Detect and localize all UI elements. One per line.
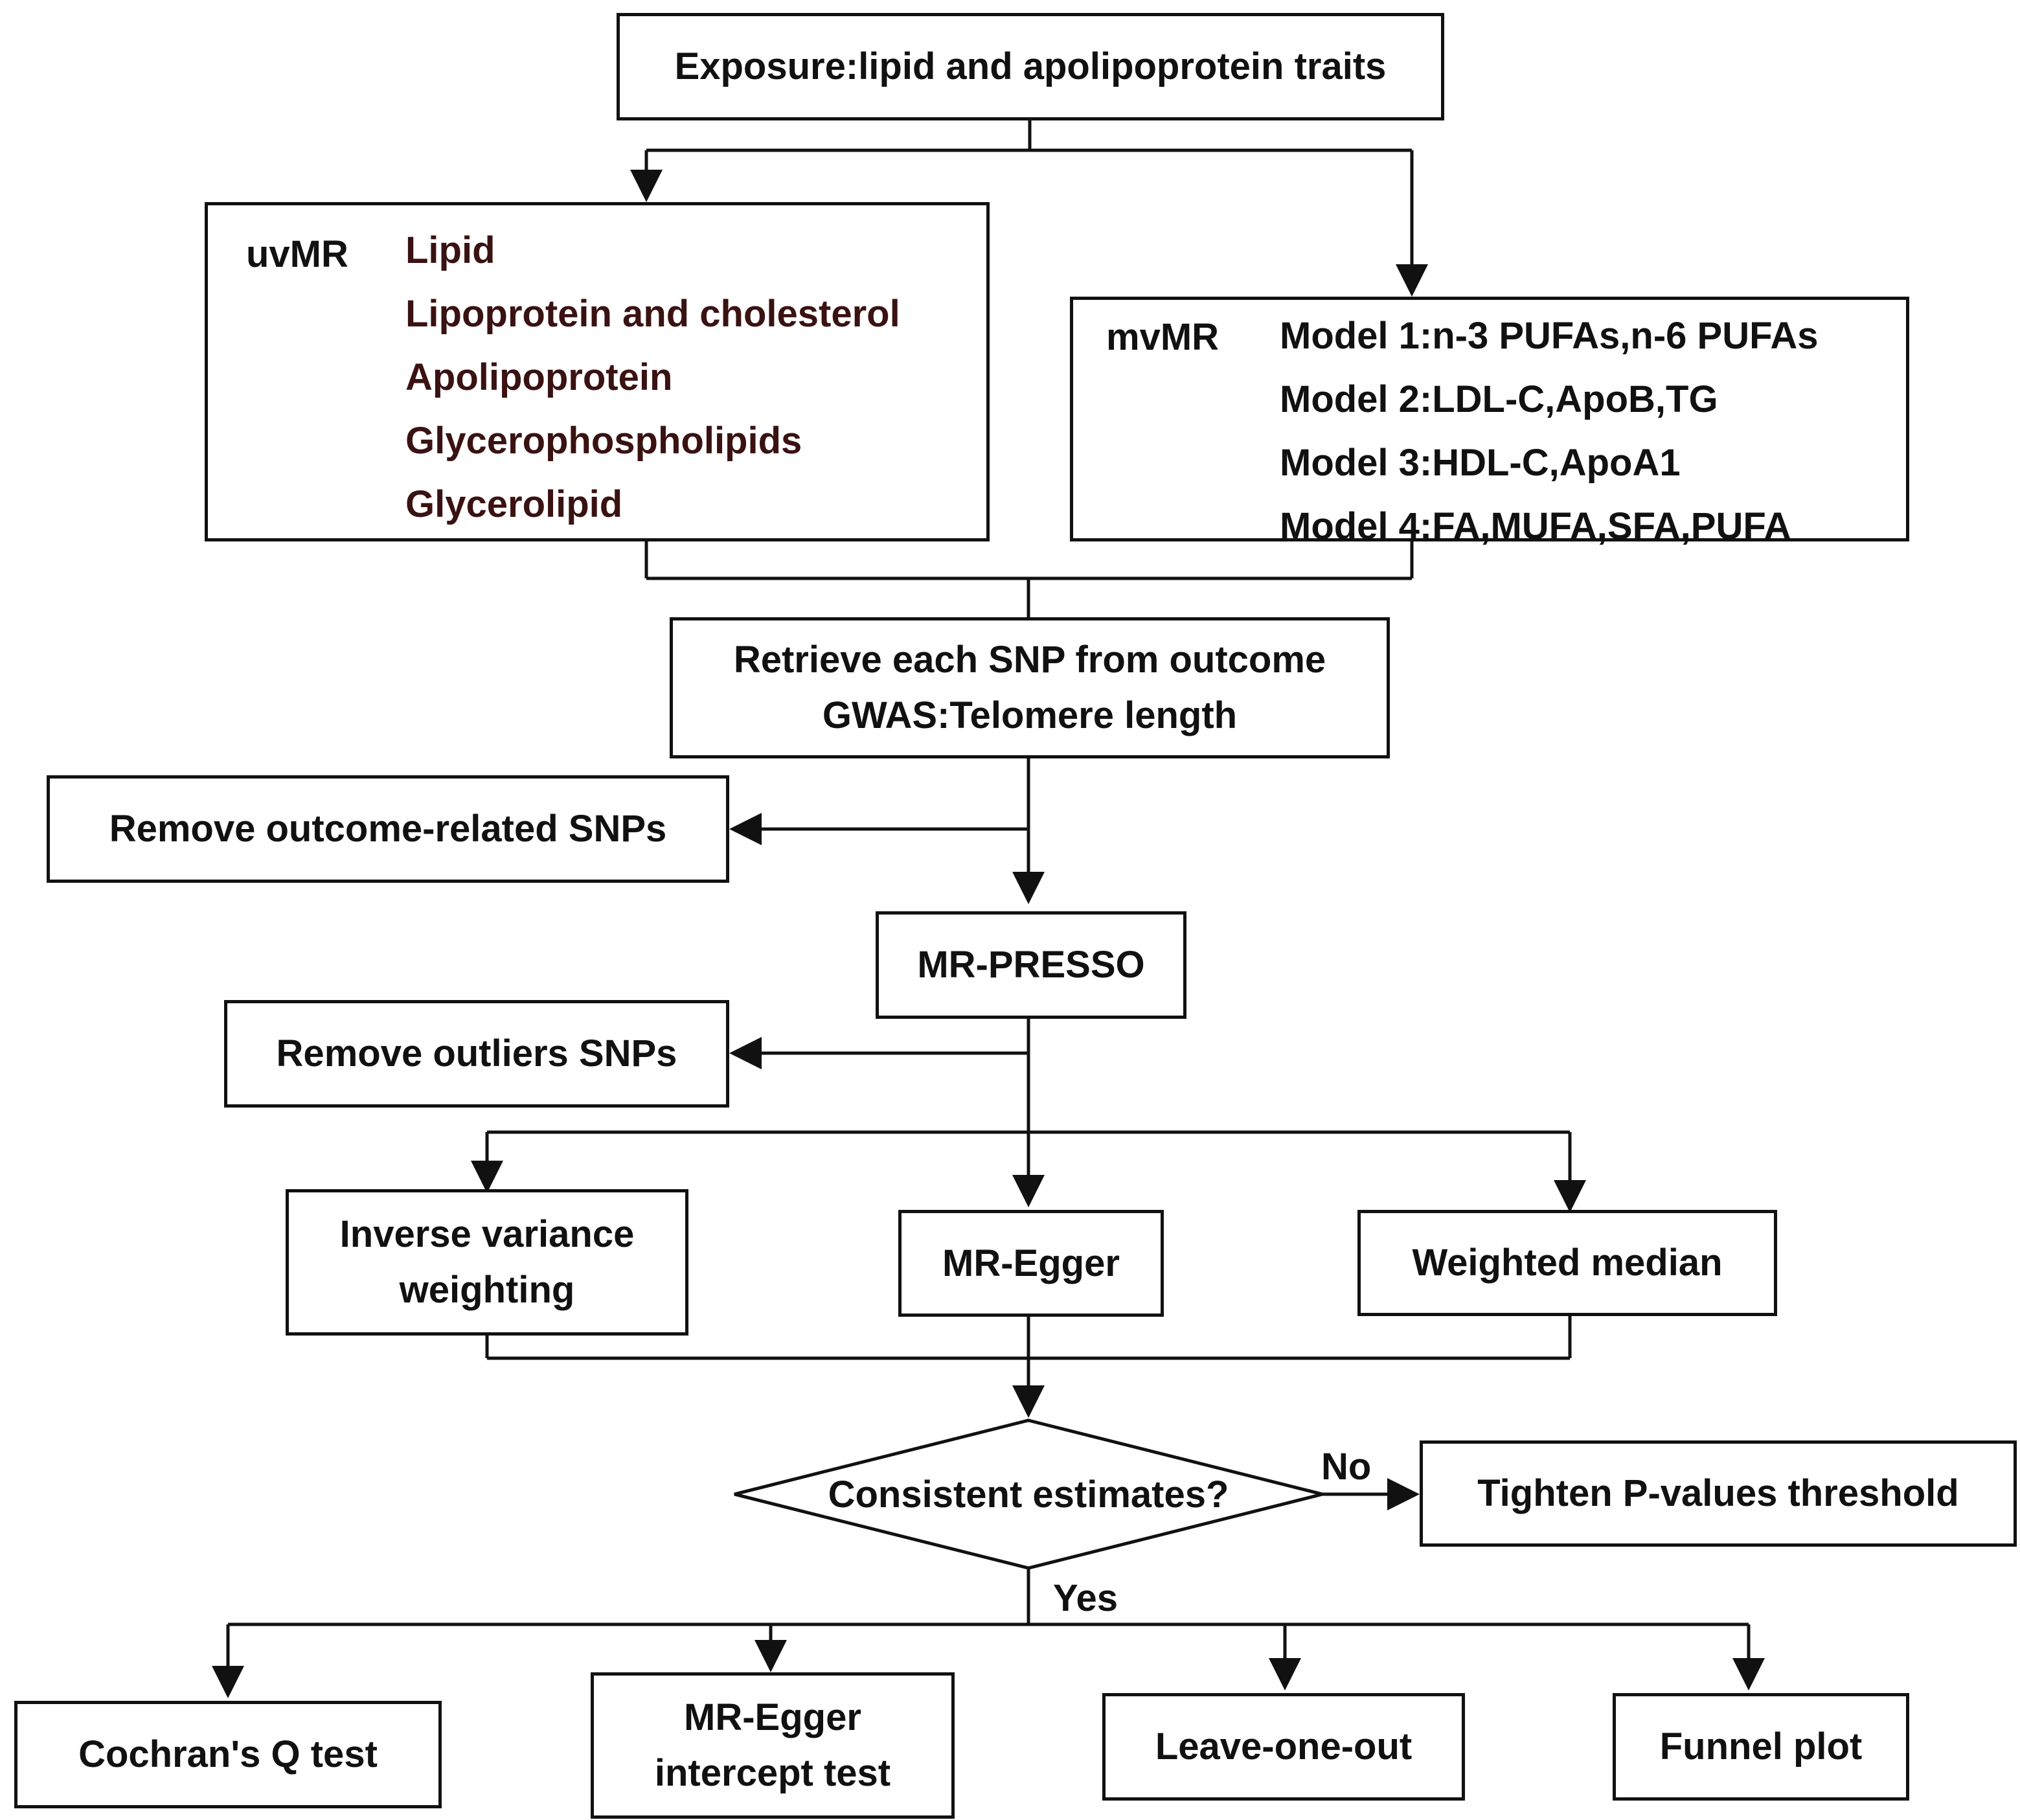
ivw-line: weighting [399,1269,575,1311]
exposure-text: Exposure:lipid and apolipoprotein traits [674,45,1387,87]
egger-intercept-line: MR-Egger [684,1696,861,1738]
cochran-text: Cochran's Q test [78,1733,378,1775]
weighted-median-box: Weighted median [1357,1210,1777,1316]
uvmr-item: Apolipoprotein [405,356,673,398]
tighten-threshold-box: Tighten P-values threshold [1420,1440,2017,1547]
uvmr-item: Lipid [405,229,495,271]
leave-one-out-box: Leave-one-out [1102,1693,1465,1801]
weighted-median-text: Weighted median [1412,1242,1723,1284]
yes-label: Yes [1053,1577,1118,1619]
uvmr-item: Glycerophospholipids [405,420,802,462]
mvmr-box [1070,297,1909,541]
mr-presso-text: MR-PRESSO [917,944,1145,986]
exposure-box: Exposure:lipid and apolipoprotein traits [617,13,1444,120]
retrieve-line: GWAS:Telomere length [822,694,1238,736]
uvmr-label: uvMR [246,233,348,275]
mvmr-label: mvMR [1106,316,1220,358]
ivw-line: Inverse variance [339,1213,635,1255]
funnel-plot-box: Funnel plot [1613,1693,1909,1801]
mr-egger-text: MR-Egger [942,1242,1120,1284]
mr-egger-box: MR-Egger [898,1210,1164,1317]
mvmr-item: Model 1:n-3 PUFAs,n-6 PUFAs [1280,315,1819,357]
remove-outcome-snps-box: Remove outcome-related SNPs [47,775,729,883]
mvmr-item: Model 3:HDL-C,ApoA1 [1280,442,1681,484]
remove-outcome-text: Remove outcome-related SNPs [109,808,667,850]
mr-presso-box: MR-PRESSO [876,911,1186,1019]
retrieve-line: Retrieve each SNP from outcome [733,639,1326,681]
cochran-q-box: Cochran's Q test [14,1701,442,1808]
mvmr-list: Model 1:n-3 PUFAs,n-6 PUFAs Model 2:LDL-… [1280,304,1818,558]
remove-outliers-box: Remove outliers SNPs [224,1000,729,1108]
ivw-box: Inverse variance weighting [286,1189,688,1336]
decision-text: Consistent estimates? [828,1473,1229,1516]
tighten-text: Tighten P-values threshold [1477,1472,1959,1514]
remove-outliers-text: Remove outliers SNPs [276,1032,677,1075]
mvmr-item: Model 2:LDL-C,ApoB,TG [1280,378,1718,420]
retrieve-snp-box: Retrieve each SNP from outcome GWAS:Telo… [670,617,1390,758]
uvmr-item: Glycerolipid [405,483,623,525]
decision-diamond [734,1418,1323,1570]
mvmr-item: Model 4:FA,MUFA,SFA,PUFA [1280,505,1791,547]
no-label: No [1321,1446,1372,1488]
uvmr-box [205,202,990,541]
uvmr-list: Lipid Lipoprotein and cholesterol Apolip… [405,219,900,536]
egger-intercept-box: MR-Egger intercept test [591,1672,955,1819]
uvmr-item: Lipoprotein and cholesterol [405,293,900,335]
leave-one-out-text: Leave-one-out [1155,1725,1413,1768]
egger-intercept-line: intercept test [654,1752,891,1794]
funnel-text: Funnel plot [1659,1725,1863,1768]
